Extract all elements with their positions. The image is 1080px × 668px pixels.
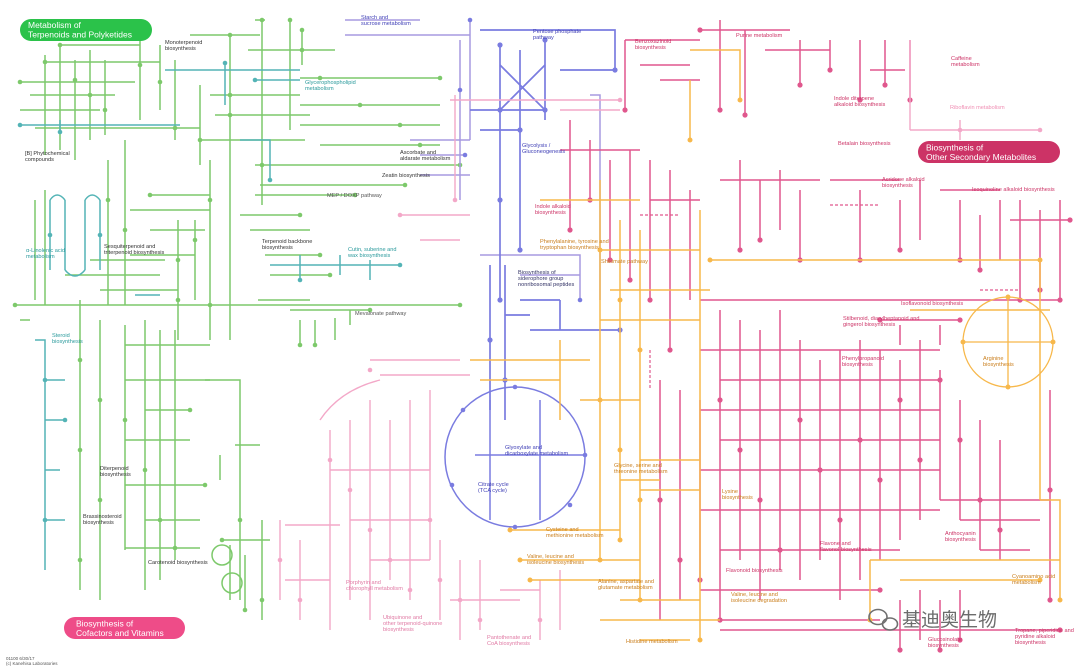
lipid-network [20,63,400,570]
label-mep-pathway[interactable]: MEP / DOXP pathway [327,193,382,199]
light-pink-network [279,40,1040,640]
arginine-circle [962,296,1054,388]
secondary-nodes [567,27,1073,653]
category-secondary-line2: Other Secondary Metabolites [926,152,1036,162]
label-shikimate[interactable]: Shikimate pathway [601,259,648,265]
terpenoid-network [15,19,460,620]
category-terpenoids-line2: Terpenoids and Polyketides [28,30,132,40]
label-isoflavonoid[interactable]: Isoflavonoid biosynthesis [901,301,963,307]
lipid-nodes [17,60,403,523]
secondary-dashed [640,204,1020,390]
category-pill-cofactors[interactable]: Biosynthesis of Cofactors and Vitamins [64,617,185,639]
label-zeatin[interactable]: Zeatin biosynthesis [382,173,430,179]
category-cofactors-line2: Cofactors and Vitamins [76,628,164,638]
label-flavonoid[interactable]: Flavonoid biosynthesis [726,568,783,574]
tca-cycle [444,386,586,528]
label-citrate-cycle[interactable]: Citrate cycle(TCA cycle) [478,482,509,494]
terpenoid-nodes [12,17,463,613]
label-glycolysis[interactable]: Glycolysis /Gluconeogenesis [522,143,565,155]
category-cofactors-line1: Biosynthesis of [76,619,134,629]
label-riboflavin[interactable]: Riboflavin metabolism [950,105,1005,111]
category-terpenoids-line1: Metabolism of [28,20,82,30]
category-pill-terpenoids[interactable]: Metabolism of Terpenoids and Polyketides [20,19,152,41]
watermark: 基迪奥生物 [868,608,997,631]
label-betalain[interactable]: Betalain biosynthesis [838,141,891,147]
secondary-network [560,20,1070,650]
category-pill-secondary[interactable]: Biosynthesis of Other Secondary Metaboli… [918,141,1060,163]
label-carotenoid[interactable]: Carotenoid biosynthesis [148,560,208,566]
amino-acid-nodes [507,97,1063,643]
wechat-icon [868,608,899,631]
light-pink-nodes [277,97,1043,623]
label-histidine[interactable]: Histidine metabolism [626,639,678,645]
label-purine[interactable]: Purine metabolism [736,33,783,39]
footer-copyright: (c) Kanehisa Laboratories [6,661,58,666]
label-isoquinoline[interactable]: Isoquinoline alkaloid biosynthesis [972,187,1055,193]
label-mevalonate[interactable]: Mevalonate pathway [355,311,407,317]
watermark-text: 基迪奥生物 [902,609,997,631]
footer-date: 01100 6/30/17 [6,656,35,661]
amino-acid-network [470,49,1061,641]
category-secondary-line1: Biosynthesis of [926,143,984,153]
carbohydrate-nodes [449,17,623,530]
glycolysis-network [470,29,620,420]
